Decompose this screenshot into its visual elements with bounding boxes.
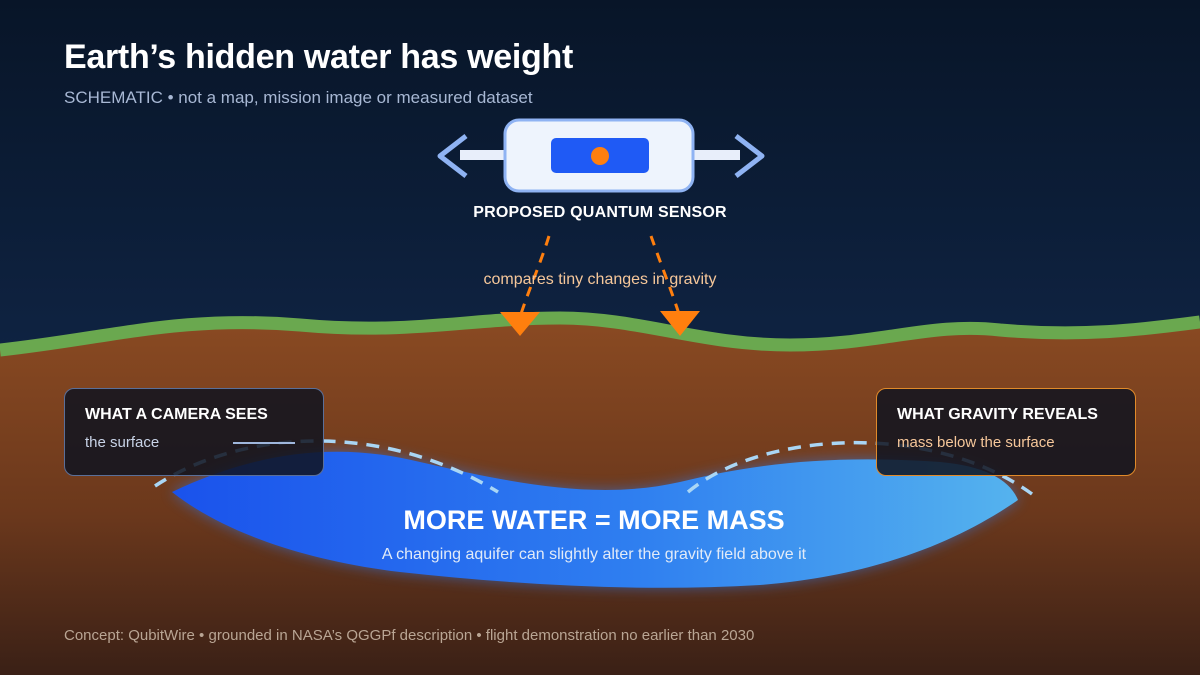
camera-panel: WHAT A CAMERA SEES the surface: [64, 388, 324, 476]
gravity-panel-subtitle: mass below the surface: [897, 434, 1055, 451]
page-title: Earth’s hidden water has weight: [64, 38, 573, 76]
gravity-panel: WHAT GRAVITY REVEALS mass below the surf…: [876, 388, 1136, 476]
sensor-label: PROPOSED QUANTUM SENSOR: [473, 204, 727, 221]
camera-panel-subtitle: the surface: [85, 434, 160, 451]
gravity-panel-title: WHAT GRAVITY REVEALS: [897, 406, 1098, 423]
aquifer: [172, 451, 1018, 588]
page-subtitle: SCHEMATIC • not a map, mission image or …: [64, 88, 533, 107]
aquifer-title: MORE WATER = MORE MASS: [403, 505, 785, 535]
satellite-sensor-icon: [437, 118, 765, 193]
gravity-beam-icon: [500, 312, 540, 336]
ground-surface: [0, 311, 1200, 357]
aquifer-subtitle: A changing aquifer can slightly alter th…: [381, 546, 807, 563]
credit-line: Concept: QubitWire • grounded in NASA’s …: [64, 627, 755, 644]
sensor-caption: compares tiny changes in gravity: [483, 271, 717, 288]
gravity-beam-right: [649, 235, 681, 315]
gravity-beam-left: [519, 235, 551, 315]
gravity-beam-icon: [660, 311, 700, 336]
camera-panel-title: WHAT A CAMERA SEES: [85, 406, 268, 423]
surface-line-icon: [233, 442, 295, 444]
